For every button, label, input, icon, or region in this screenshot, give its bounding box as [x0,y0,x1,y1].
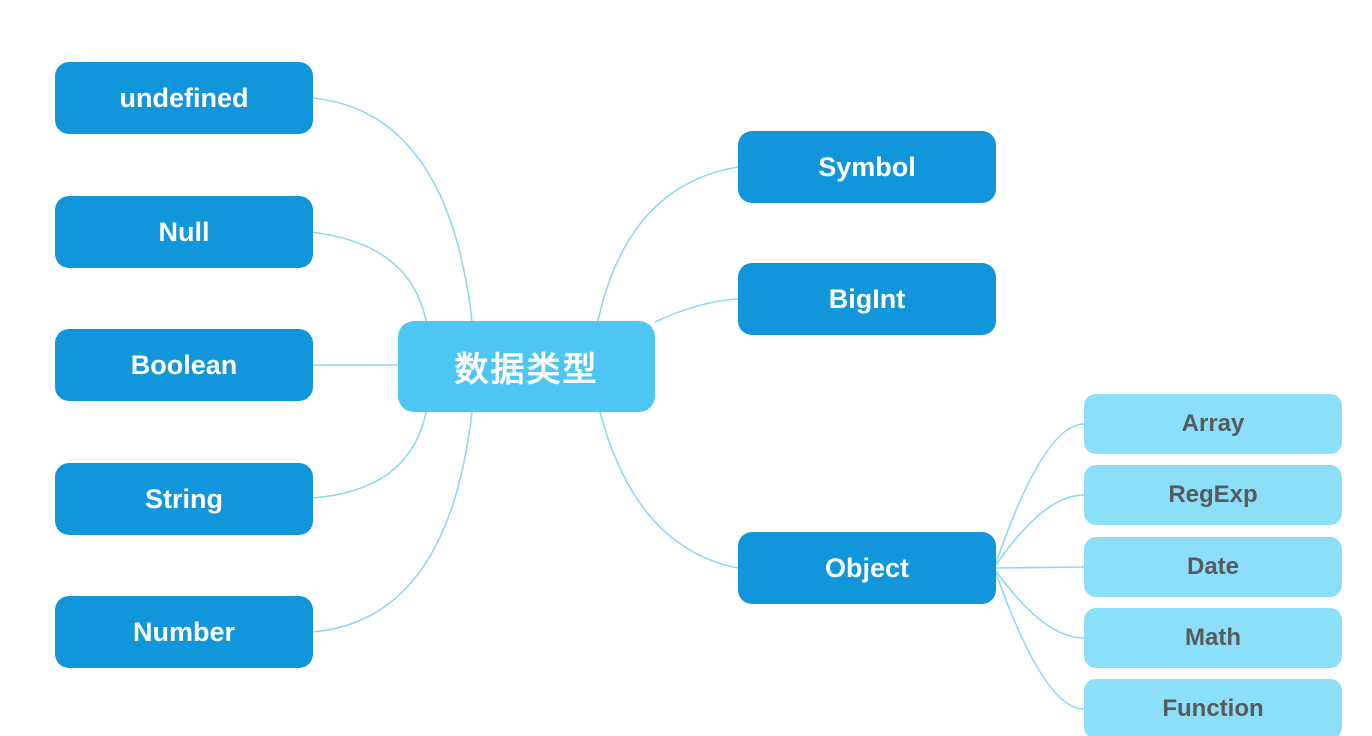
node-math: Math [1084,608,1342,668]
node-undefined: undefined [55,62,313,134]
connector-array [995,423,1085,564]
node-bigint: BigInt [738,263,996,335]
node-function: Function [1084,679,1342,736]
node-array: Array [1084,394,1342,454]
node-object: Object [738,532,996,604]
node-boolean: Boolean [55,329,313,401]
node-string: String [55,463,313,535]
connector-string [312,411,427,499]
connector-null [309,231,427,322]
connector-symbol [597,166,739,322]
connector-date [995,566,1085,569]
node-regexp: RegExp [1084,465,1342,525]
connector-number [312,411,473,633]
connector-undefined [312,97,473,322]
connector-function [995,572,1085,710]
node-number: Number [55,596,313,668]
connector-regexp [995,494,1085,566]
node-date: Date [1084,537,1342,597]
connector-object [599,411,739,569]
node-null: Null [55,196,313,268]
node-root-data-types: 数据类型 [398,321,655,412]
node-symbol: Symbol [738,131,996,203]
connector-math [995,570,1085,639]
connector-bigint [654,298,739,323]
